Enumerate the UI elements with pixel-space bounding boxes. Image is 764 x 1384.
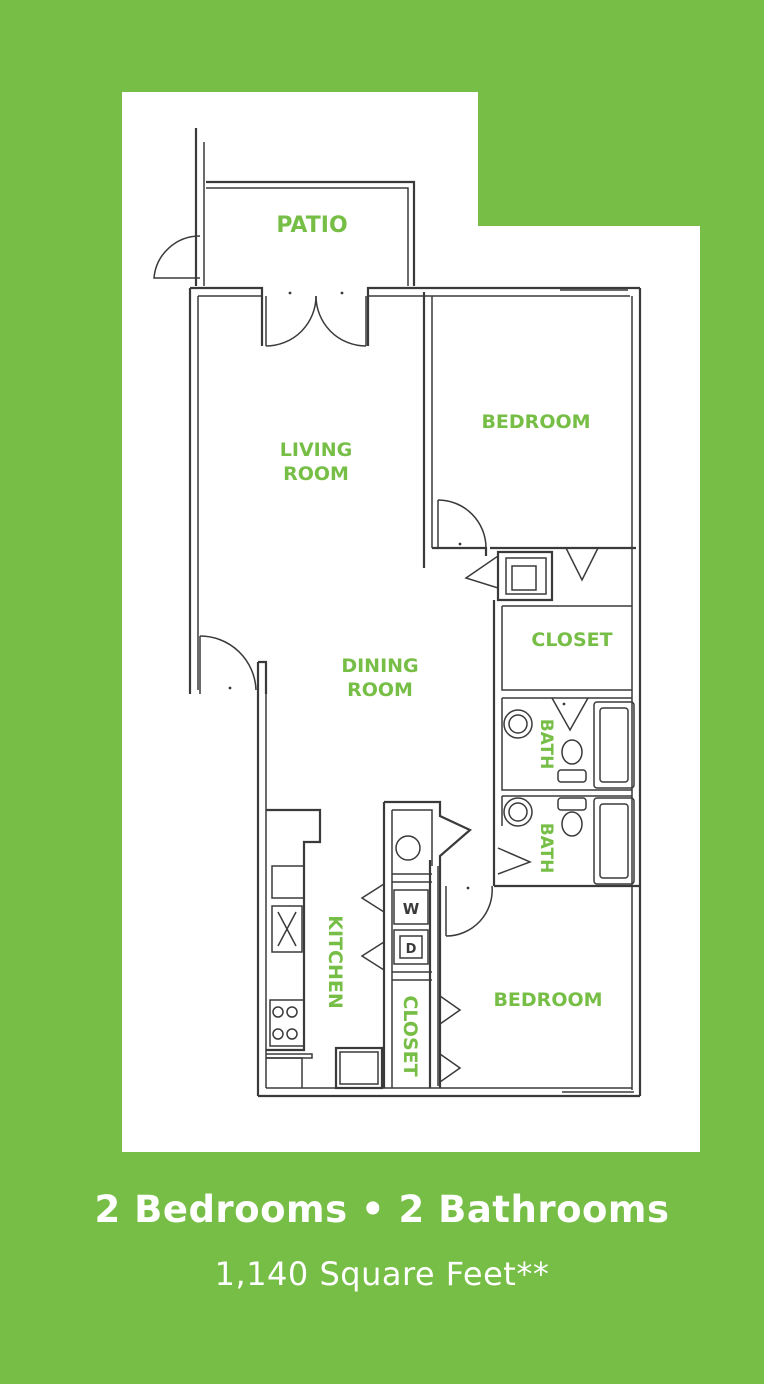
plan-panel-background [122,92,700,1152]
label-bath-upper: BATH [536,719,556,770]
label-washer: W [403,900,420,918]
label-closet-bottom: CLOSET [399,995,421,1076]
label-living-line1: LIVING [280,439,352,461]
label-kitchen: KITCHEN [324,915,346,1008]
label-bath-lower: BATH [536,823,556,874]
unit-summary-title: 2 Bedrooms • 2 Bathrooms [94,1188,670,1231]
label-patio: PATIO [276,213,347,238]
label-living-line2: ROOM [283,463,349,485]
label-dining-line1: DINING [341,655,418,677]
label-dryer: D [406,942,417,957]
label-dining-line2: ROOM [347,679,413,701]
door-markers [228,291,566,890]
label-bedroom-top: BEDROOM [481,411,590,433]
walls [153,128,642,1098]
label-bedroom-bottom: BEDROOM [493,989,602,1011]
unit-square-footage: 1,140 Square Feet** [214,1255,550,1293]
room-labels: PATIO LIVING ROOM BEDROOM CLOSET DINING … [276,213,612,1077]
floor-plan: PATIO LIVING ROOM BEDROOM CLOSET DINING … [122,92,700,1152]
label-closet-right: CLOSET [531,629,612,651]
